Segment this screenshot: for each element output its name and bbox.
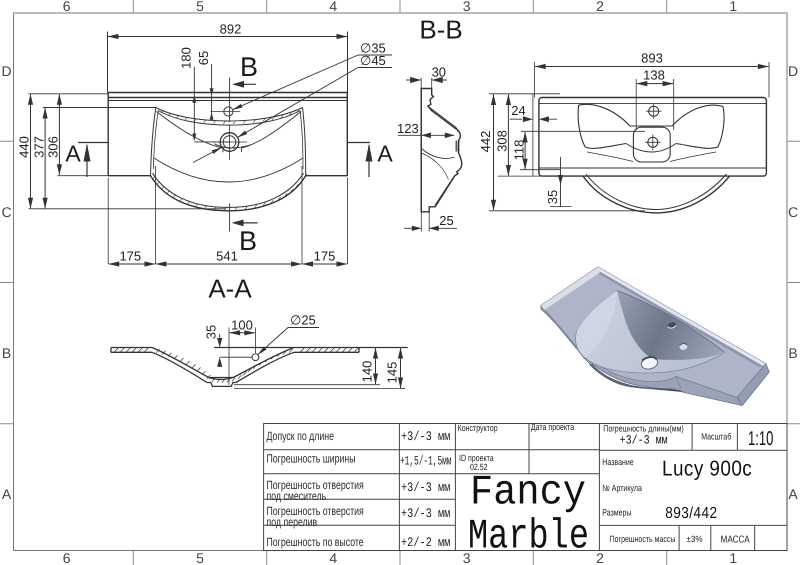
svg-text:Дата проекта: Дата проекта [531,422,574,432]
svg-text:175: 175 [119,249,141,264]
svg-text:5: 5 [196,0,204,14]
svg-text:D: D [788,63,798,79]
svg-text:138: 138 [643,68,665,83]
svg-text:5: 5 [196,550,204,565]
svg-text:24: 24 [511,103,525,118]
svg-text:2: 2 [596,0,604,14]
svg-text:МАССА: МАССА [721,535,751,546]
svg-text:1:10: 1:10 [748,428,773,450]
svg-text:B: B [240,52,258,82]
svg-text:C: C [1,204,11,220]
svg-text:B: B [239,226,257,256]
svg-text:145: 145 [385,362,400,384]
svg-text:A-A: A-A [208,274,252,304]
svg-text:под перелив: под перелив [267,515,318,529]
svg-text:377: 377 [31,136,46,158]
svg-text:Размеры: Размеры [602,508,631,518]
svg-text:Marble: Marble [468,513,589,561]
svg-text:B: B [2,345,11,361]
svg-text:Погрешность массы: Погрешность массы [610,534,676,544]
svg-text:+3/-3 мм: +3/-3 мм [620,434,668,448]
svg-text:2: 2 [596,550,604,565]
svg-text:Название: Название [602,457,633,467]
svg-text:A: A [788,486,798,502]
svg-text:6: 6 [63,550,71,565]
svg-text:B-B: B-B [419,15,462,45]
svg-text:140: 140 [360,361,375,383]
svg-text:+3/-3 мм: +3/-3 мм [401,506,450,521]
svg-text:Погрешность по высоте: Погрешность по высоте [267,535,364,549]
svg-text:+1,5/-1,5мм: +1,5/-1,5мм [400,454,452,469]
svg-text:∅35: ∅35 [360,41,386,56]
svg-text:Допуск по длине: Допуск по длине [267,429,335,443]
svg-text:25: 25 [439,213,453,228]
svg-text:±3%: ±3% [686,534,702,544]
svg-text:Конструктор: Конструктор [458,423,498,433]
svg-text:Погрешность ширины: Погрешность ширины [267,452,356,466]
svg-text:306: 306 [46,136,61,158]
svg-text:1: 1 [729,550,737,565]
svg-text:175: 175 [314,249,336,264]
svg-text:1: 1 [729,0,737,14]
svg-text:№ Артикула: № Артикула [602,483,642,493]
svg-text:Lucy 900c: Lucy 900c [662,457,752,481]
svg-text:35: 35 [545,190,560,204]
svg-text:C: C [788,204,798,220]
svg-text:∅45: ∅45 [360,53,386,68]
svg-text:∅25: ∅25 [290,313,316,328]
svg-text:440: 440 [17,136,32,158]
svg-text:A: A [65,141,81,167]
svg-text:180: 180 [179,47,194,69]
svg-text:под смеситель: под смеситель [267,489,327,503]
svg-text:100: 100 [231,318,253,333]
svg-text:118: 118 [512,140,527,161]
svg-text:442: 442 [478,131,493,153]
svg-text:Масштаб: Масштаб [701,432,731,442]
svg-text:541: 541 [216,249,238,264]
svg-text:35: 35 [204,325,219,339]
svg-text:Погрешность отверстия: Погрешность отверстия [267,478,364,492]
svg-text:892: 892 [220,22,242,37]
svg-text:308: 308 [495,130,510,152]
svg-text:30: 30 [432,65,446,80]
svg-text:+3/-3 мм: +3/-3 мм [401,480,450,495]
svg-text:893/442: 893/442 [665,505,717,522]
svg-text:Погрешность отверстия: Погрешность отверстия [267,504,364,518]
svg-text:4: 4 [329,0,337,14]
svg-text:D: D [1,63,11,79]
svg-text:Погрешность длины(мм): Погрешность длины(мм) [603,424,683,434]
svg-text:+3/-3 мм: +3/-3 мм [401,429,450,444]
svg-text:3: 3 [463,0,471,14]
svg-text:893: 893 [641,51,663,66]
svg-text:+2/-2 мм: +2/-2 мм [401,535,450,550]
svg-text:B: B [788,345,797,361]
svg-text:02.52: 02.52 [470,462,488,472]
svg-text:A: A [2,486,12,502]
svg-text:3: 3 [463,550,471,565]
svg-text:123: 123 [397,121,419,136]
svg-text:4: 4 [329,550,337,565]
svg-text:A: A [377,141,393,167]
svg-text:65: 65 [196,51,211,65]
svg-text:Fancy: Fancy [470,469,586,517]
svg-text:6: 6 [63,0,71,14]
svg-text:ID проекта: ID проекта [459,453,494,463]
